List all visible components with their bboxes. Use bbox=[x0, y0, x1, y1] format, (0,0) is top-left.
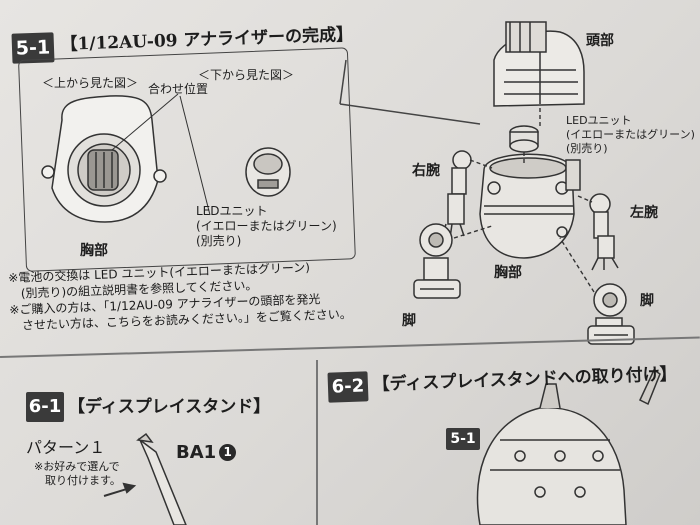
step-6-1-title: 【ディスプレイスタンド】 bbox=[68, 397, 271, 417]
pattern-label: パターン１ bbox=[26, 438, 106, 457]
align-position-label: 合わせ位置 bbox=[148, 82, 209, 96]
step-6-2-badge: 6-2 bbox=[327, 371, 369, 403]
leg-left-label: 脚 bbox=[402, 313, 416, 329]
view-bottom-label: ＜下から見た図＞ bbox=[198, 68, 295, 82]
analyzer-right-arm-drawing bbox=[441, 150, 472, 239]
move-arrow-icon bbox=[103, 482, 137, 497]
display-stand-drawing bbox=[136, 432, 187, 525]
section-divider-vertical bbox=[316, 360, 318, 525]
chest-inset-label: 胸部 bbox=[80, 243, 108, 259]
align-pointer-2 bbox=[179, 95, 211, 216]
led-unit-main-drawing bbox=[509, 125, 539, 153]
head-label: 頭部 bbox=[586, 33, 614, 49]
chest-main-label: 胸部 bbox=[494, 265, 522, 281]
leg-right-label: 脚 bbox=[640, 293, 654, 309]
assembly-guides bbox=[453, 108, 595, 293]
reference-step-badge: 5-1 bbox=[446, 428, 480, 450]
analyzer-leg-left-drawing bbox=[413, 223, 461, 299]
led-unit-main-label: LEDユニット (イエローまたはグリーン) (別売り) bbox=[566, 114, 695, 155]
analyzer-chest-drawing bbox=[479, 153, 581, 259]
analyzer-left-arm-drawing bbox=[589, 193, 619, 271]
chest-top-view-drawing bbox=[41, 95, 167, 223]
battery-notes: ※電池の交換は LED ユニット(イエローまたはグリーン) (別売り)の組立説明… bbox=[8, 260, 353, 333]
choose-note: ※お好みで選んで 取り付けます。 bbox=[34, 460, 121, 487]
analyzer-stand-mount-drawing bbox=[476, 368, 661, 525]
analyzer-head-drawing bbox=[493, 21, 585, 107]
led-unit-inset-drawing bbox=[245, 147, 291, 197]
right-arm-label: 右腕 bbox=[412, 163, 440, 179]
left-arm-label: 左腕 bbox=[630, 205, 658, 221]
align-pointer bbox=[111, 93, 179, 151]
part-number-badge: 1 bbox=[219, 444, 237, 461]
view-top-label: ＜上から見た図＞ bbox=[42, 76, 139, 90]
inset-callout-line-2 bbox=[339, 59, 347, 105]
inset-callout-line bbox=[339, 103, 481, 125]
step-6-1-badge: 6-1 bbox=[26, 392, 64, 422]
led-unit-inset-label: LEDユニット (イエローまたはグリーン) (別売り) bbox=[196, 204, 337, 248]
analyzer-leg-right-drawing bbox=[587, 283, 635, 345]
